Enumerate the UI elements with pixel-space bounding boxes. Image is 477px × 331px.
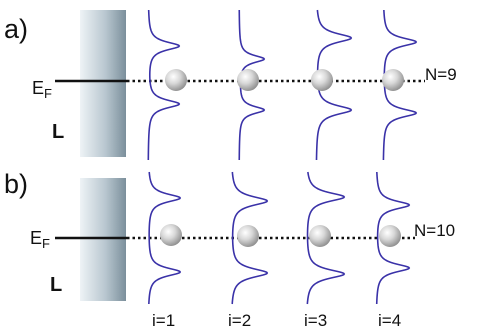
panel-b-label: b): [4, 169, 28, 199]
site-labels: i=1 i=2 i=3 i=4: [152, 311, 401, 330]
panel-a-lead: [80, 10, 126, 157]
panel-a-dos-curves: [147, 9, 418, 161]
site-label-3: i=3: [304, 311, 327, 330]
dos-curve-b-1: [148, 171, 182, 305]
panel-b: b) EF L N=10: [4, 169, 455, 305]
electron-b-2: [237, 225, 259, 247]
panel-b-fermi-label: EF: [30, 228, 50, 251]
panel-a-electrons: [165, 69, 404, 91]
panel-a: a) EF L N=9: [4, 9, 457, 161]
panel-b-count-label: N=10: [414, 221, 455, 240]
electron-b-3: [309, 225, 331, 247]
electron-a-2: [237, 69, 259, 91]
panel-a-count-label: N=9: [425, 65, 457, 84]
dos-curve-b-3: [306, 171, 346, 305]
panel-b-lead-label: L: [50, 274, 62, 296]
electron-a-3: [311, 69, 333, 91]
electron-b-4: [379, 225, 401, 247]
dos-curve-b-4: [375, 171, 411, 305]
site-label-4: i=4: [378, 311, 401, 330]
panel-a-label: a): [4, 14, 28, 44]
panel-b-lead: [80, 178, 126, 301]
site-label-2: i=2: [228, 311, 251, 330]
site-label-1: i=1: [152, 311, 175, 330]
electron-a-1: [165, 69, 187, 91]
panel-b-dos-curves: [148, 171, 411, 305]
panel-a-lead-label: L: [52, 121, 64, 143]
dos-curve-a-1: [147, 9, 181, 161]
panel-b-electrons: [160, 224, 401, 247]
electron-b-1: [160, 224, 182, 246]
electron-a-4: [382, 69, 404, 91]
dos-curve-b-2: [231, 171, 269, 305]
panel-a-fermi-label: EF: [32, 78, 52, 101]
